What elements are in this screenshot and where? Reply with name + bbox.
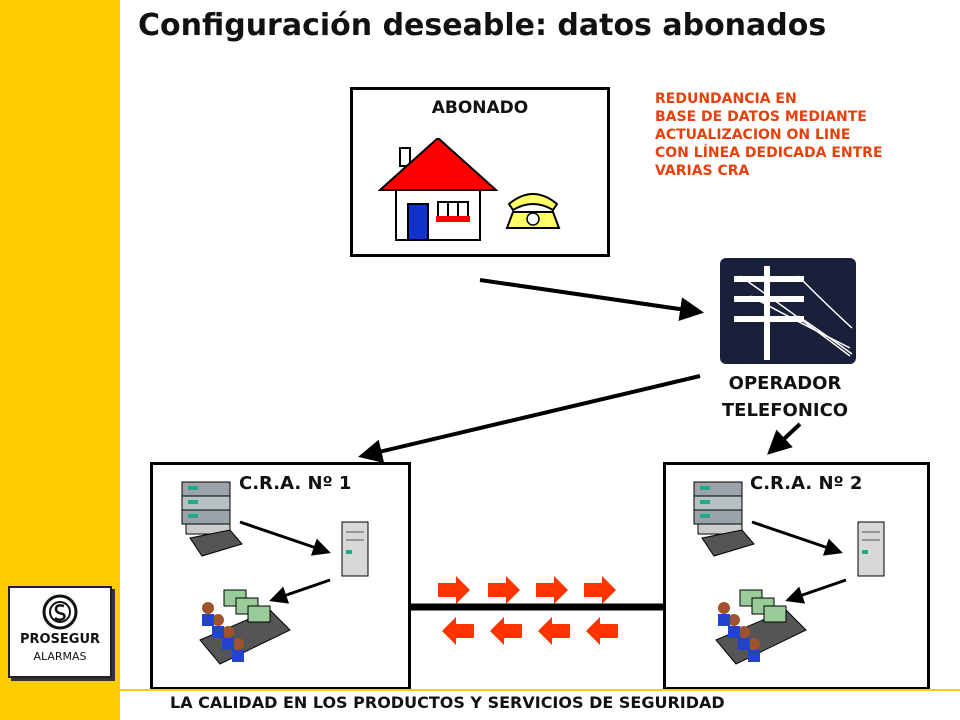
- note-line: REDUNDANCIA EN: [655, 91, 797, 107]
- red-left-arrow-icon: [586, 617, 618, 645]
- redundancy-note: REDUNDANCIA EN BASE DE DATOS MEDIANTE AC…: [655, 90, 955, 180]
- red-left-arrow-icon: [490, 617, 522, 645]
- note-line: CON LÍNEA DEDICADA ENTRE: [655, 145, 883, 161]
- red-right-arrow-icon: [536, 576, 568, 604]
- operator-to-cra1-arrow: [358, 374, 701, 464]
- cra-2-label: C.R.A. Nº 2: [750, 473, 863, 494]
- house-icon: [378, 138, 498, 241]
- operator-to-cra2-arrow: [767, 422, 802, 455]
- tower-computer-icon: [341, 521, 369, 577]
- note-line: BASE DE DATOS MEDIANTE: [655, 109, 867, 125]
- cra-1-label: C.R.A. Nº 1: [239, 473, 352, 494]
- operators-workstation-icon: [715, 589, 807, 665]
- servers-to-tower-arrow: [239, 520, 331, 556]
- red-right-arrow-icon: [438, 576, 470, 604]
- subscriber-to-operator-arrow: [479, 278, 704, 321]
- tower-to-operators-arrow: [269, 578, 331, 604]
- subscriber-label: ABONADO: [431, 98, 529, 118]
- red-left-arrow-icon: [442, 617, 474, 645]
- note-line: ACTUALIZACION ON LINE: [655, 127, 851, 143]
- telephone-pole-icon: [720, 258, 856, 364]
- sync-arrows-left: [442, 617, 618, 645]
- red-right-arrow-icon: [488, 576, 520, 604]
- telephone-icon: [505, 193, 561, 229]
- red-left-arrow-icon: [538, 617, 570, 645]
- subscriber-box: ABONADO: [350, 87, 610, 257]
- prosegur-logo: PROSEGUR ALARMAS: [8, 586, 112, 678]
- footer-divider: [120, 689, 960, 691]
- server-rack-icon: [693, 481, 755, 557]
- operator-label: OPERADOR TELEFONICO: [700, 370, 870, 424]
- logo-subtitle: ALARMAS: [33, 650, 87, 663]
- operator-line-2: TELEFONICO: [721, 400, 849, 421]
- note-line: VARIAS CRA: [655, 163, 750, 179]
- sync-arrows-right: [438, 576, 616, 604]
- red-right-arrow-icon: [584, 576, 616, 604]
- servers-to-tower-arrow: [751, 520, 843, 556]
- footer-tagline: LA CALIDAD EN LOS PRODUCTOS Y SERVICIOS …: [170, 693, 725, 712]
- operator-line-1: OPERADOR: [728, 373, 842, 394]
- tower-computer-icon: [857, 521, 885, 577]
- logo-brand: PROSEGUR: [19, 632, 101, 647]
- slide-title: Configuración deseable: datos abonados: [138, 8, 827, 43]
- server-rack-icon: [181, 481, 243, 557]
- operators-workstation-icon: [199, 589, 291, 665]
- tower-to-operators-arrow: [785, 578, 847, 604]
- prosegur-emblem-icon: [42, 594, 78, 630]
